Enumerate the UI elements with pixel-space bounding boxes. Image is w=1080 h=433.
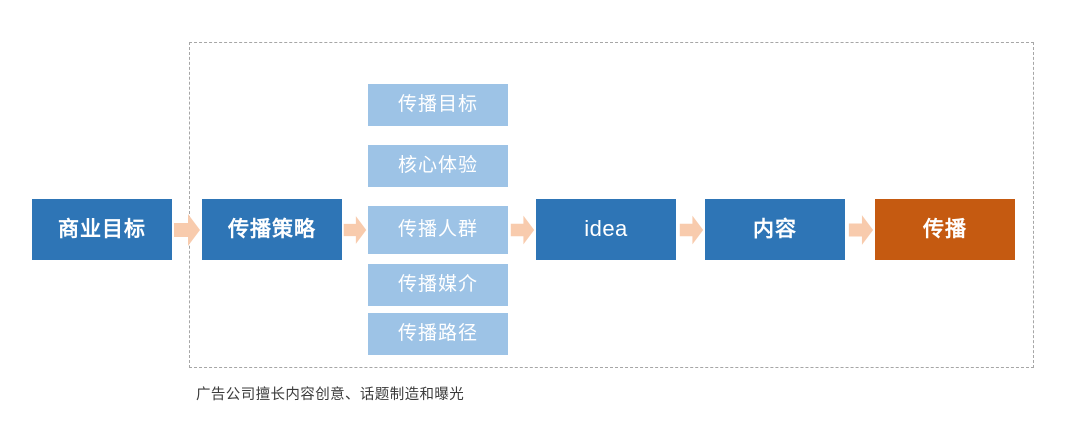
- flow-box-label: 内容: [753, 217, 797, 241]
- flow-box-content[interactable]: 内容: [705, 199, 845, 260]
- strategy-item-3[interactable]: 传播人群: [368, 206, 508, 254]
- diagram-caption: 广告公司擅长内容创意、话题制造和曝光: [196, 387, 465, 403]
- flow-box-label: idea: [584, 216, 628, 242]
- arrow-right-icon-5: [848, 215, 874, 245]
- strategy-item-label: 传播路径: [397, 322, 478, 344]
- strategy-item-4[interactable]: 传播媒介: [368, 264, 508, 306]
- arrow-right-icon-3: [510, 215, 535, 245]
- strategy-item-2[interactable]: 核心体验: [368, 145, 508, 187]
- arrow-right-icon-1: [174, 214, 200, 246]
- flow-box-label: 传播: [923, 217, 967, 241]
- flow-box-label: 传播策略: [228, 217, 316, 241]
- arrow-right-icon-2: [343, 216, 367, 244]
- flow-box-idea[interactable]: idea: [536, 199, 676, 260]
- strategy-item-label: 传播目标: [397, 93, 478, 115]
- flow-box-label: 商业目标: [58, 217, 146, 241]
- flow-box-business-goal[interactable]: 商业目标: [32, 199, 172, 260]
- strategy-item-label: 传播人群: [397, 218, 478, 240]
- strategy-item-5[interactable]: 传播路径: [368, 313, 508, 355]
- flow-box-distribution[interactable]: 传播: [875, 199, 1015, 260]
- strategy-item-label: 核心体验: [397, 154, 478, 176]
- strategy-item-label: 传播媒介: [397, 273, 478, 295]
- strategy-item-1[interactable]: 传播目标: [368, 84, 508, 126]
- arrow-right-icon-4: [679, 215, 704, 245]
- agency-scope-region: [189, 42, 1034, 368]
- flow-box-comm-strategy[interactable]: 传播策略: [202, 199, 342, 260]
